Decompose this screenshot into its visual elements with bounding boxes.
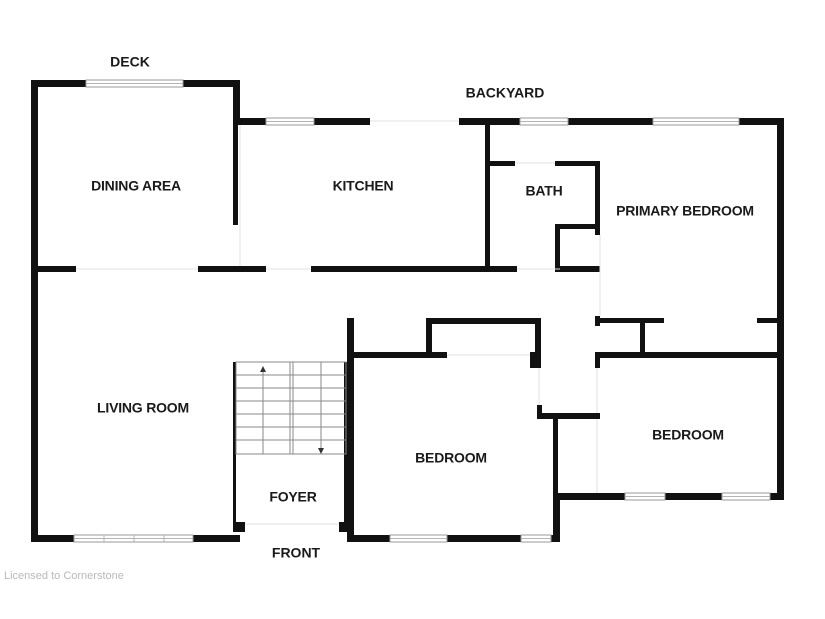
bedroom-center-label: BEDROOM bbox=[415, 450, 487, 466]
stair-down-arrow-icon bbox=[318, 448, 324, 454]
backyard-label: BACKYARD bbox=[466, 85, 545, 101]
bedroom-right-label: BEDROOM bbox=[652, 427, 724, 443]
front-label: FRONT bbox=[272, 545, 321, 561]
dining-area-label: DINING AREA bbox=[91, 178, 181, 194]
foyer-label: FOYER bbox=[269, 489, 316, 505]
bath-label: BATH bbox=[525, 183, 562, 199]
watermark: Licensed to Cornerstone bbox=[4, 570, 124, 582]
staircase bbox=[235, 361, 347, 455]
windows bbox=[73, 79, 771, 543]
openings bbox=[76, 120, 601, 525]
living-room-label: LIVING ROOM bbox=[97, 400, 189, 416]
exterior-walls bbox=[31, 80, 784, 542]
stair-up-arrow-icon bbox=[260, 366, 266, 372]
primary-bedroom-label: PRIMARY BEDROOM bbox=[616, 203, 754, 219]
labels: DECK BACKYARD FRONT DINING AREA KITCHEN … bbox=[4, 54, 754, 582]
deck-label: DECK bbox=[110, 54, 150, 70]
kitchen-label: KITCHEN bbox=[333, 178, 394, 194]
